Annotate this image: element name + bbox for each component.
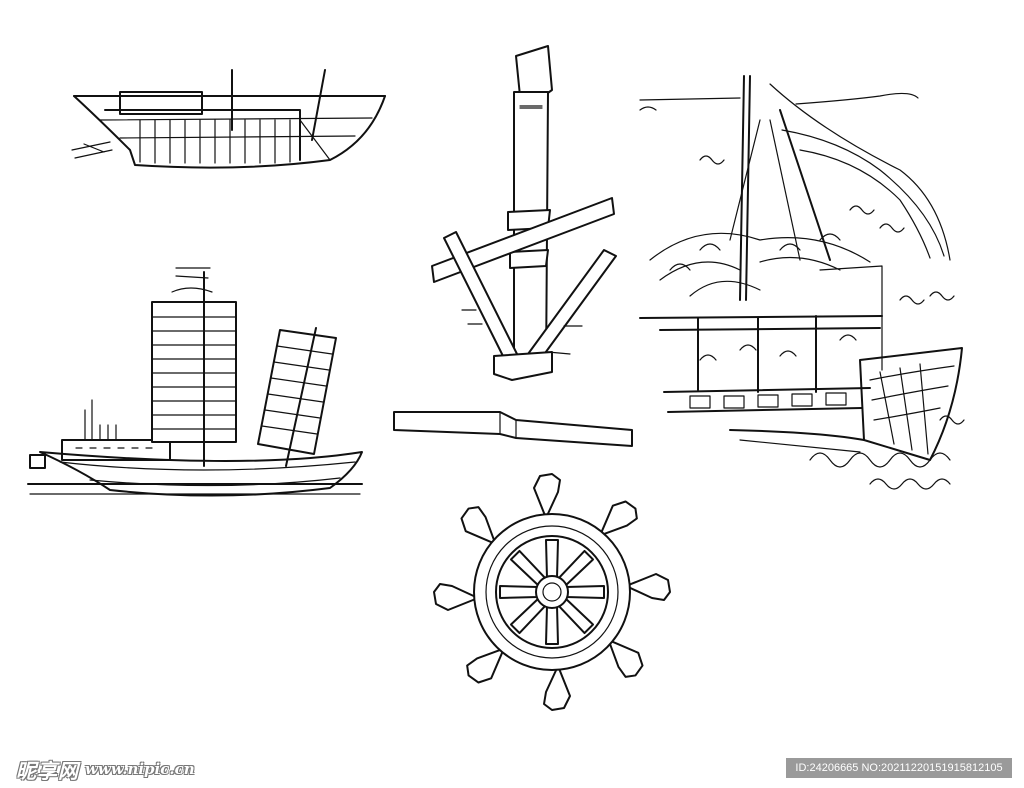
image-id-bar: ID:24206665 NO:20211220151915812105: [786, 758, 1012, 778]
oar-icon: [393, 411, 633, 447]
image-id-text: ID:24206665 NO:20211220151915812105: [795, 762, 1003, 774]
war-ship-scene-icon: [639, 75, 965, 490]
watermark-url: www.nipic.cn: [85, 760, 195, 778]
anchor-icon: [431, 45, 617, 381]
boat-hull-icon: [71, 69, 386, 169]
watermark-logo-text: 昵享网: [16, 758, 79, 783]
junk-ship-icon: [27, 267, 363, 497]
ship-wheel-icon: [433, 473, 671, 711]
watermark-logo: 昵享网 www.nipic.cn: [16, 756, 195, 783]
